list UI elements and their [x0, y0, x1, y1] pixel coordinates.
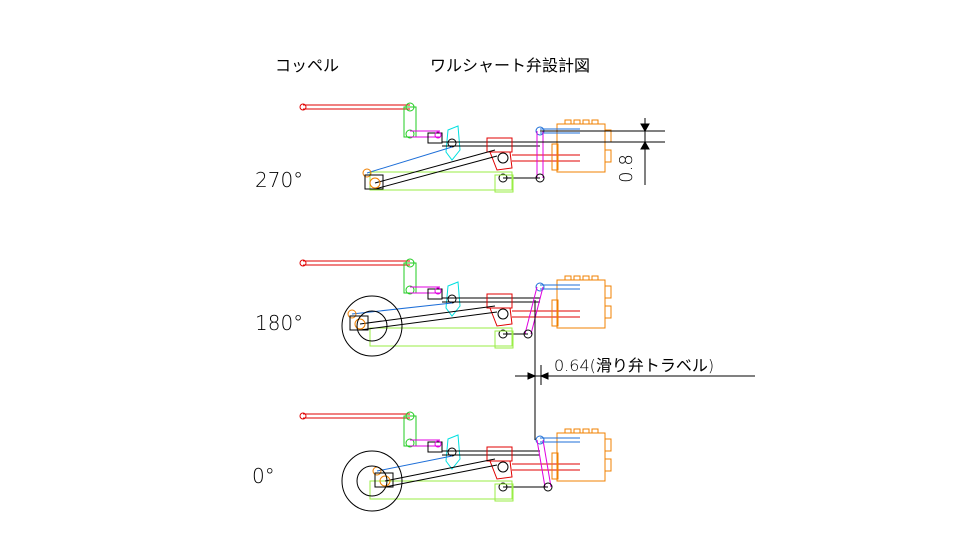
- cylinder: [556, 279, 606, 329]
- combination-lever: [524, 286, 538, 335]
- view-270: [299, 102, 612, 193]
- arrow-right-icon: [527, 372, 537, 380]
- title-walschaerts: ワルシャート弁設計図: [430, 56, 591, 75]
- driving-wheel: [341, 450, 403, 512]
- crank-pin-icon: [369, 177, 381, 189]
- guide-end: [494, 174, 514, 193]
- arrow-down-icon: [640, 123, 650, 133]
- arrow-up-icon: [640, 140, 650, 150]
- pin-icon: [535, 435, 545, 445]
- die-block: [427, 288, 443, 300]
- crank-pin-icon: [379, 475, 391, 487]
- title-koppel: コッペル: [275, 56, 340, 75]
- pin-icon: [405, 438, 415, 448]
- crosshead-guide: [369, 171, 513, 191]
- pin-icon: [498, 329, 508, 339]
- crank-pin-block: [374, 472, 394, 488]
- view-label-0: 0°: [252, 464, 275, 488]
- pin-icon: [498, 173, 508, 183]
- die-block: [427, 441, 443, 453]
- eccentric-rod: [384, 464, 498, 488]
- cylinder-boss: [604, 438, 612, 452]
- cylinder-bolt: [582, 275, 590, 281]
- cylinder-bolt: [591, 428, 599, 434]
- valve-chest-block: [486, 446, 513, 462]
- pin-icon: [497, 308, 509, 320]
- cylinder-bolt: [564, 428, 572, 434]
- return-crank-rod: [376, 455, 453, 472]
- wheel-hub: [356, 465, 388, 497]
- die-block: [427, 132, 443, 144]
- driving-wheel: [341, 295, 403, 357]
- pin-icon: [299, 412, 307, 420]
- cylinder-cover: [551, 143, 559, 171]
- cylinder-bolt: [582, 119, 590, 125]
- pin-icon: [362, 168, 372, 178]
- guide-end: [494, 483, 514, 502]
- pin-icon: [347, 309, 357, 319]
- view-180: [299, 258, 612, 357]
- eccentric-rod: [374, 149, 496, 184]
- pin-icon: [497, 461, 509, 473]
- crosshead: [489, 460, 513, 480]
- cylinder-cover: [551, 452, 559, 480]
- combination-lever: [536, 439, 546, 488]
- guide-end: [494, 330, 514, 349]
- cylinder-bolt: [582, 428, 590, 434]
- wheel-hub: [356, 310, 388, 342]
- cylinder: [556, 432, 606, 482]
- cylinder-boss: [604, 129, 612, 143]
- valve-chest-block: [486, 137, 513, 153]
- crosshead: [489, 307, 513, 327]
- pin-icon: [497, 152, 509, 164]
- return-crank-rod: [351, 302, 453, 315]
- valve-chest-block: [486, 293, 513, 309]
- cylinder-bolt: [564, 119, 572, 125]
- travel-dimension-text: 0.64(滑り弁トラベル): [554, 356, 715, 375]
- eccentric-rod: [359, 311, 498, 331]
- pin-icon: [405, 258, 415, 268]
- cylinder-boss: [604, 458, 612, 472]
- eccentric-rod: [384, 458, 496, 482]
- return-crank-rod: [366, 146, 453, 174]
- crank-pin-block: [364, 174, 384, 190]
- cylinder-cover: [551, 299, 559, 327]
- cylinder: [556, 123, 606, 173]
- crosshead-guide: [369, 480, 513, 500]
- eccentric-rod: [374, 155, 498, 190]
- cylinder-bolt: [591, 275, 599, 281]
- cylinder-bolt: [573, 275, 581, 281]
- arrow-left-icon: [539, 372, 549, 380]
- crank-pin-block: [349, 315, 369, 331]
- eccentric-rod: [359, 305, 496, 325]
- pin-icon: [405, 285, 415, 295]
- pin-icon: [299, 103, 307, 111]
- cylinder-bolt: [591, 119, 599, 125]
- cylinder-boss: [604, 285, 612, 299]
- pin-icon: [535, 282, 545, 292]
- pin-icon: [405, 129, 415, 139]
- cylinder-bolt: [573, 119, 581, 125]
- crank-pin-icon: [354, 318, 366, 330]
- crosshead-guide: [369, 327, 513, 347]
- pin-icon: [434, 287, 442, 295]
- pin-icon: [405, 102, 415, 112]
- view-0: [299, 411, 612, 512]
- pin-icon: [405, 411, 415, 421]
- crosshead: [489, 151, 513, 171]
- cylinder-bolt: [573, 428, 581, 434]
- cylinder-bolt: [564, 275, 572, 281]
- combination-lever: [542, 439, 552, 488]
- pin-icon: [434, 131, 442, 139]
- view-label-180: 180°: [255, 311, 304, 335]
- cylinder-boss: [604, 305, 612, 319]
- pin-icon: [434, 440, 442, 448]
- view-label-270: 270°: [255, 168, 304, 192]
- cylinder-boss: [604, 149, 612, 163]
- pin-icon: [299, 259, 307, 267]
- combination-lever: [530, 286, 544, 335]
- pin-icon: [498, 482, 508, 492]
